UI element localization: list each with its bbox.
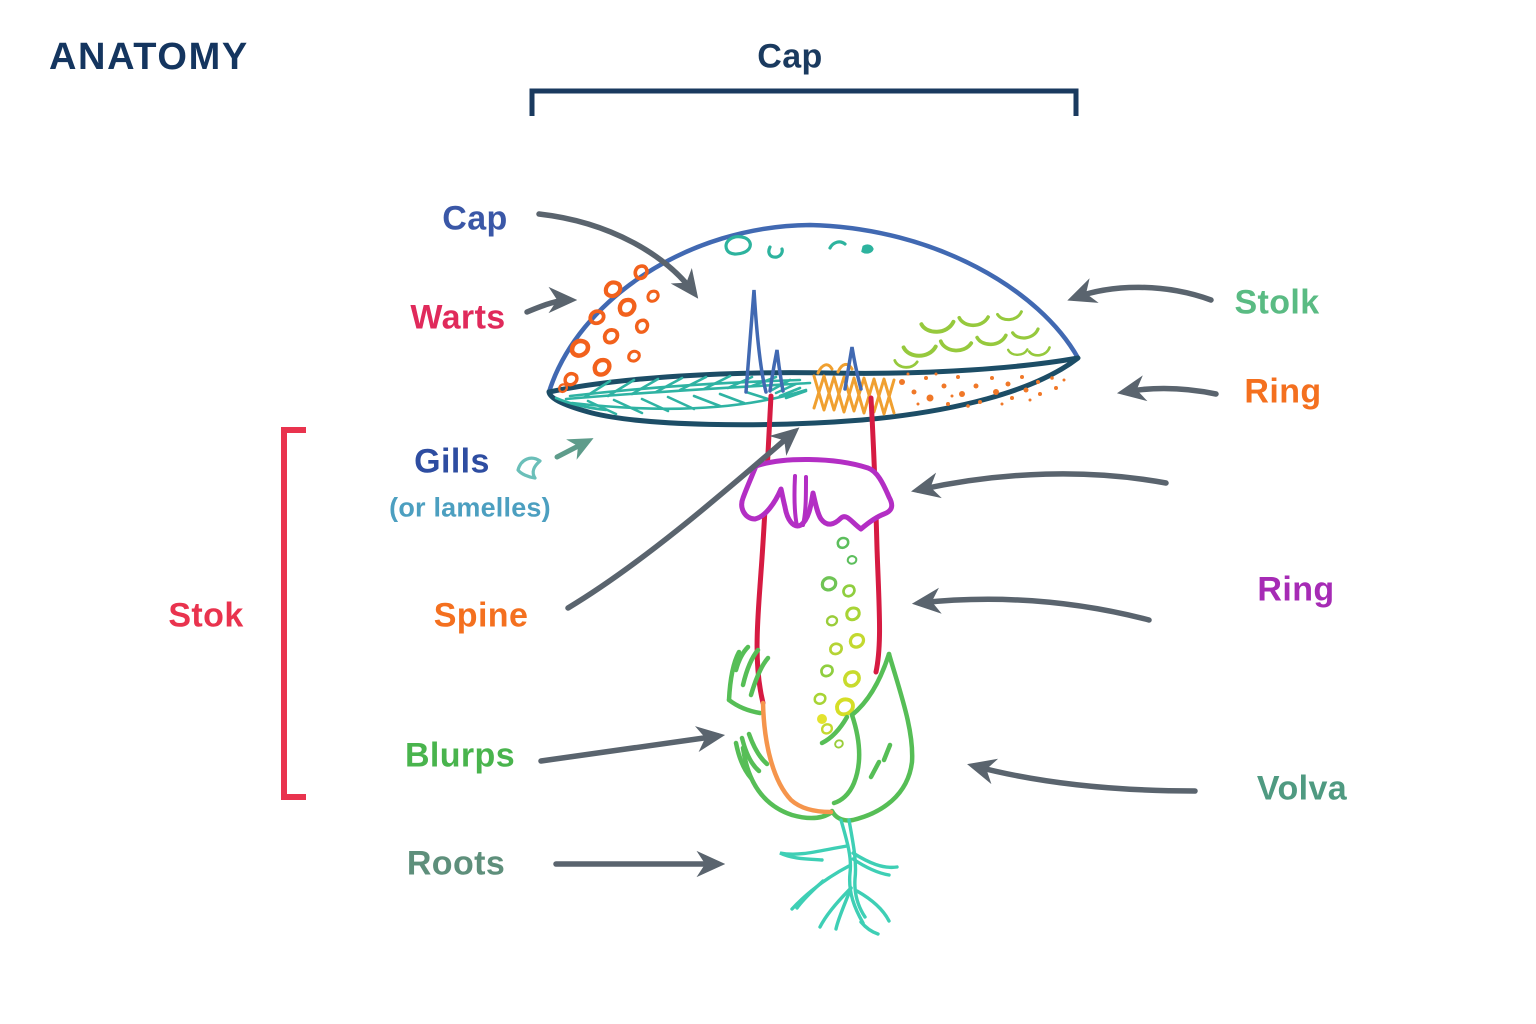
ring-skirt: [739, 456, 895, 532]
label-ring-lower: Ring: [1257, 570, 1335, 609]
label-warts: Warts: [410, 298, 506, 337]
blurps-arrow: [538, 726, 726, 764]
label-roots: Roots: [406, 844, 506, 883]
label-stolk: Stolk: [1234, 283, 1320, 322]
ring-skirt-arrow: [911, 471, 1169, 499]
cap-spikes: [744, 289, 863, 394]
spore-dots: [899, 372, 1066, 408]
warts-drawing: [558, 263, 660, 394]
cap-strokes: [893, 308, 1053, 369]
label-gills-sub: (or lamelles): [389, 492, 551, 523]
gills-arrow: [554, 438, 594, 460]
cap-speckles: [724, 235, 874, 259]
stolk-arrow: [1067, 278, 1214, 303]
ring-lower-arrow: [911, 587, 1152, 623]
ring-upper-arrow: [1116, 375, 1219, 402]
pointer-arrows: [524, 211, 1219, 878]
roots-drawing: [779, 818, 899, 936]
label-blurps: Blurps: [404, 736, 516, 775]
stok-bracket-label: Stok: [168, 596, 244, 635]
spine-arrow: [565, 427, 800, 611]
stok-bracket: [281, 427, 306, 800]
cap-bracket: [529, 88, 1079, 116]
volva-arrow: [967, 758, 1198, 794]
page-title: ANATOMY: [49, 36, 249, 78]
label-ring-upper: Ring: [1244, 372, 1322, 411]
cap-arrow: [536, 211, 699, 299]
warts-arrow: [524, 286, 578, 315]
spore-crosshatch: [812, 363, 896, 416]
stem-drawing: [754, 393, 883, 706]
label-spine: Spine: [433, 596, 529, 635]
bulb-curve: [760, 700, 834, 815]
cap-bracket-label: Cap: [757, 37, 823, 76]
gills-doodle: [516, 456, 542, 480]
volva-leaves: [726, 644, 915, 823]
label-cap: Cap: [442, 199, 508, 238]
label-gills: Gills: [414, 442, 490, 481]
label-volva: Volva: [1256, 769, 1348, 808]
stem-scales: [812, 536, 866, 749]
